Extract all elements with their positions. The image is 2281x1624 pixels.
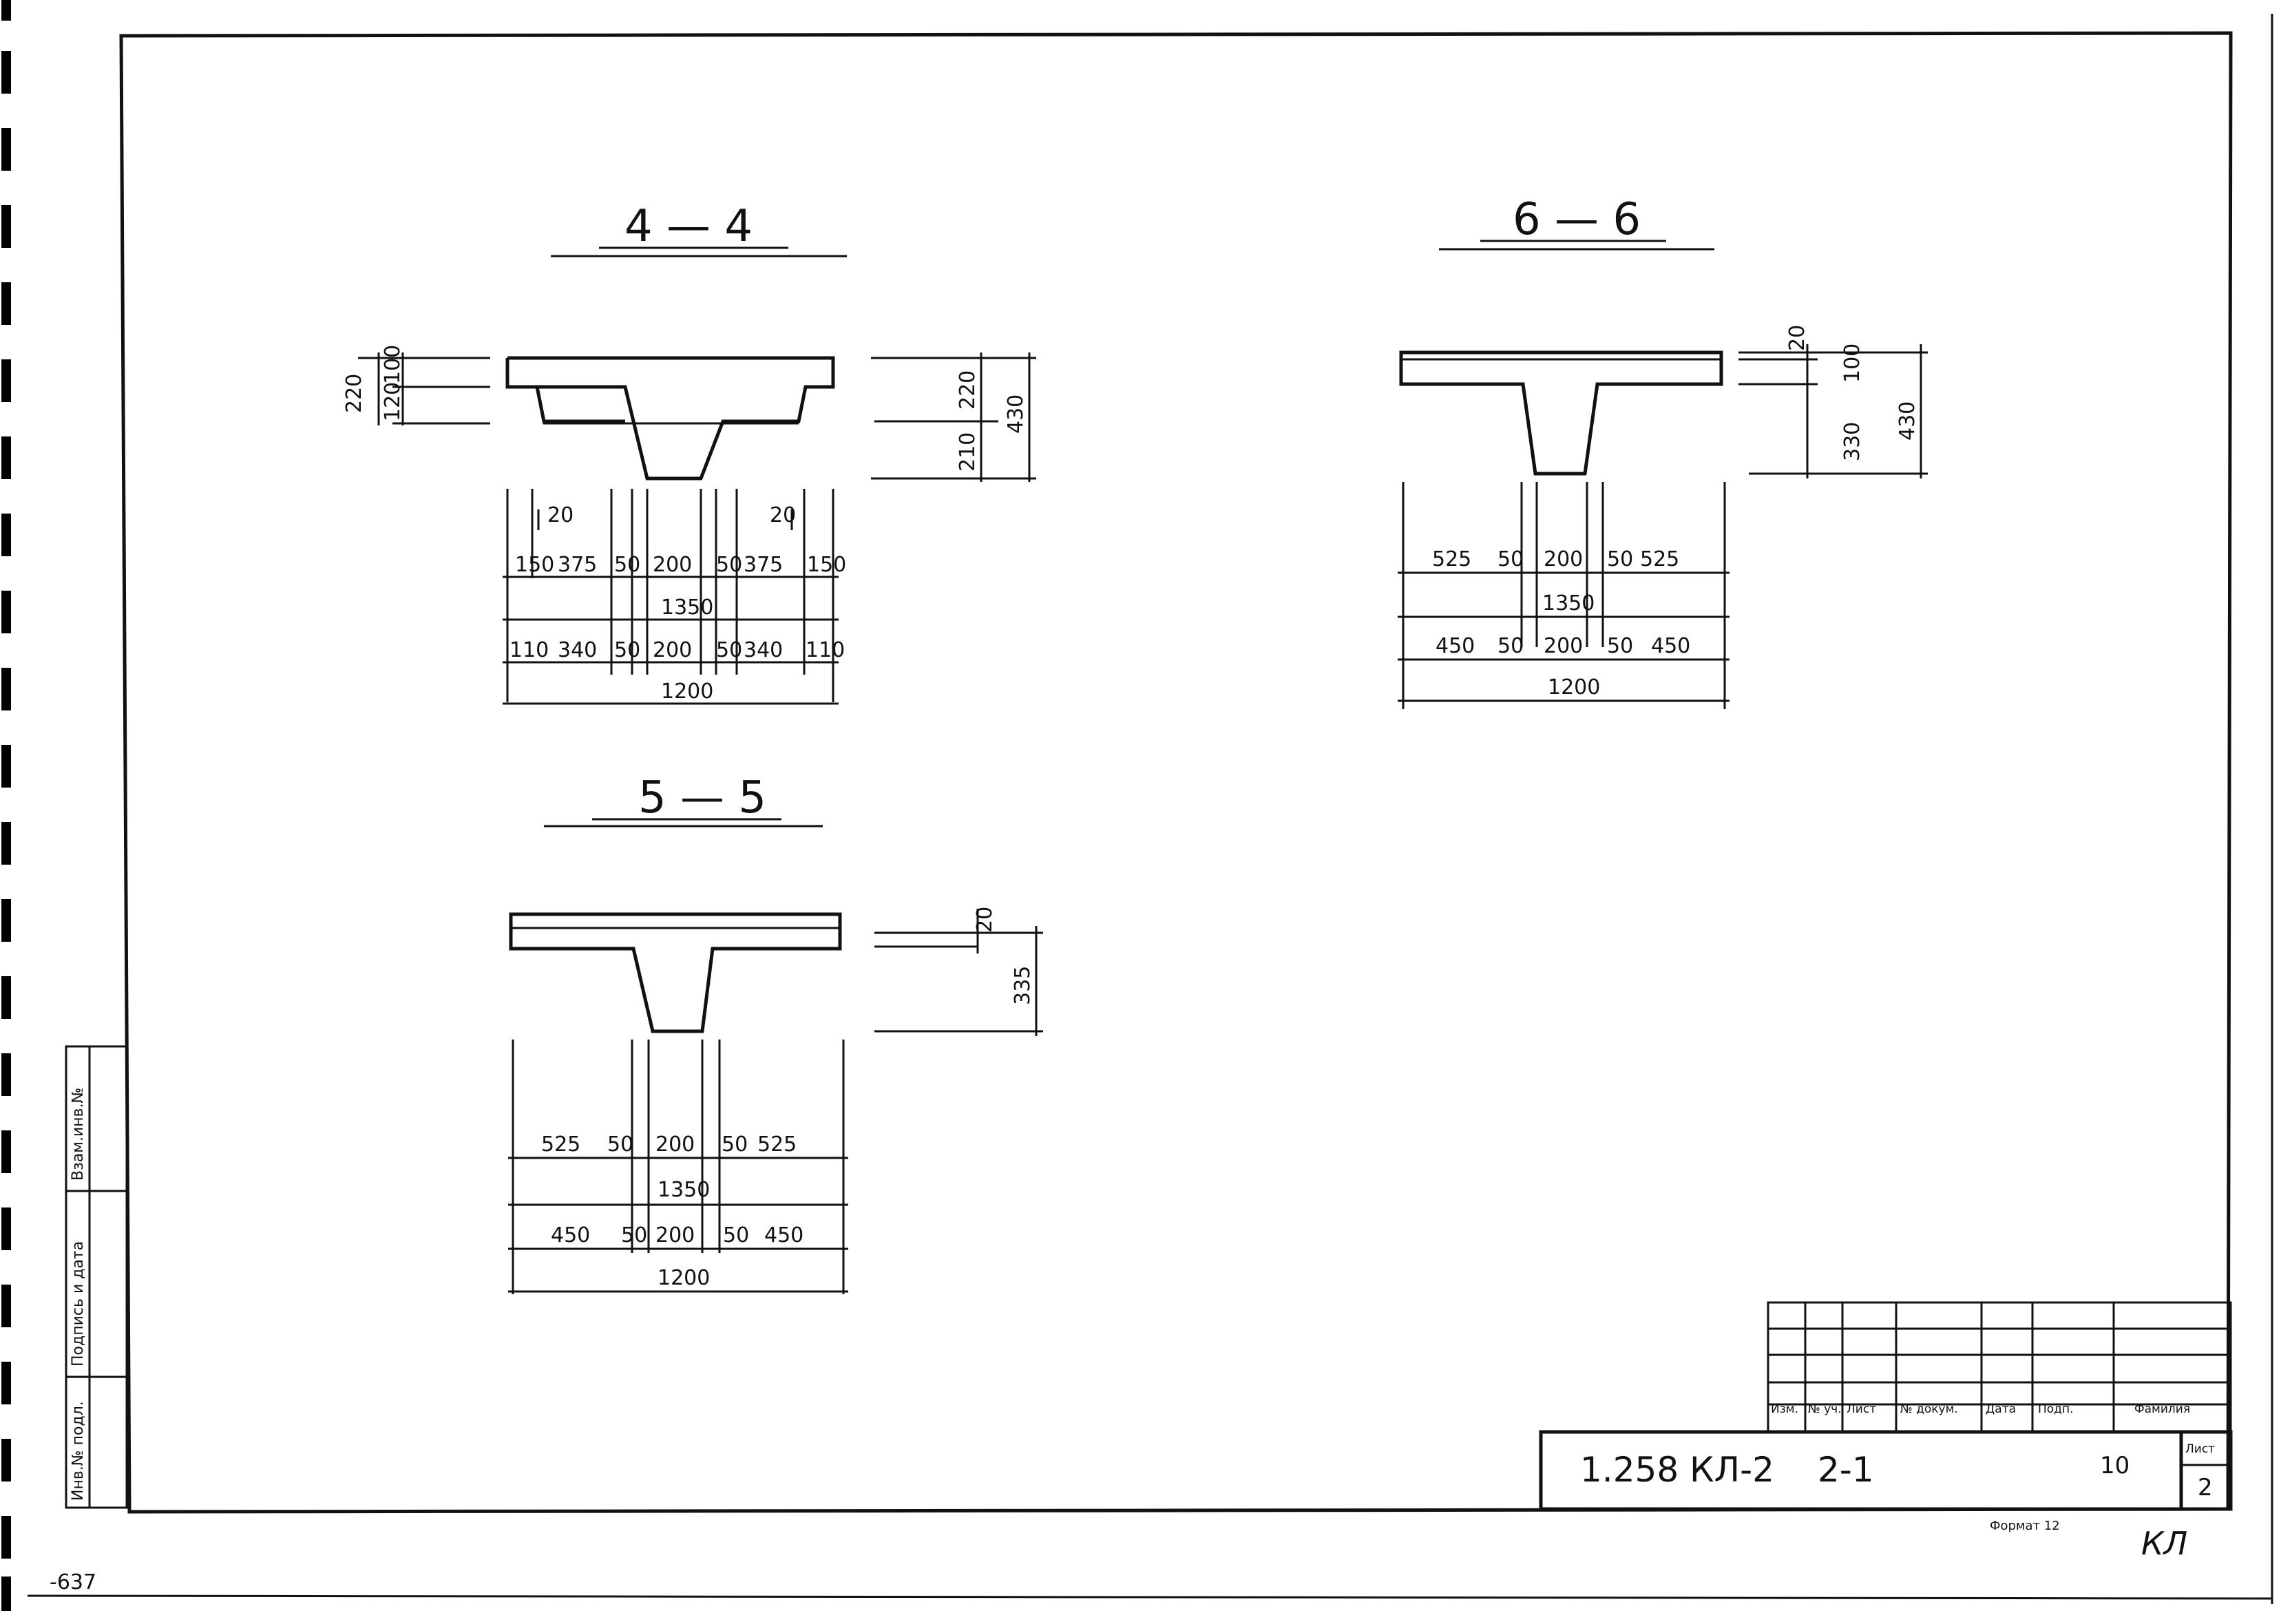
- dim-4-4-small-left: 20: [547, 503, 574, 527]
- dim-4-4-top-5: 50: [716, 553, 742, 577]
- section-5-5: 5 — 5 525 50 200 50 525 1350 450 50 200 …: [508, 772, 1043, 1294]
- margin-label-replaced: Взам.инв.№: [70, 1088, 87, 1181]
- section-4-4-outline: [505, 356, 835, 481]
- dim-5-5-bottom-1: 450: [551, 1223, 590, 1247]
- tb-header-signed: Подп.: [2038, 1402, 2073, 1416]
- dim-6-6-bottom-1: 450: [1436, 634, 1475, 658]
- tb-header-no: № уч.: [1808, 1402, 1842, 1416]
- dim-4-4-top-4: 200: [653, 553, 692, 577]
- binding-edge-marks: [1, 0, 11, 1611]
- section-6-6: 6 — 6 525 50 200 50 525 1350 450 50 200 …: [1398, 194, 1928, 709]
- dim-4-4-total-top: 1350: [661, 595, 713, 620]
- dim-5-5-bottom-4: 50: [723, 1223, 749, 1247]
- dim-6-6-bottom-4: 50: [1607, 634, 1633, 658]
- section-4-4: 4 — 4 150 375 50: [342, 201, 1036, 705]
- tb-sheet-label: Лист: [2185, 1442, 2215, 1456]
- dim-4-4-bottom-1: 110: [509, 638, 549, 662]
- dim-4-4-left-1: 220: [342, 374, 366, 413]
- dim-4-4-bottom-2: 340: [558, 638, 597, 662]
- drawing-frame: [119, 31, 2233, 1514]
- format-label: Формат 12: [1990, 1519, 2060, 1533]
- section-5-5-title: 5 — 5: [638, 772, 766, 823]
- dim-6-6-top-2: 50: [1497, 547, 1524, 571]
- margin-label-inventory: Инв.№ подл.: [70, 1401, 87, 1501]
- dim-6-6-top-1: 525: [1432, 547, 1471, 571]
- dim-6-6-top-3: 200: [1544, 547, 1583, 571]
- dim-4-4-top-7: 150: [807, 553, 846, 577]
- dim-5-5-bottom-5: 450: [764, 1223, 803, 1247]
- dim-6-6-right-1: 20: [1785, 325, 1809, 351]
- tb-header-name: Фамилия: [2134, 1402, 2190, 1416]
- dim-4-4-top-2: 375: [558, 553, 597, 577]
- dim-4-4-right-3: 430: [1004, 394, 1028, 434]
- dim-6-6-right-4: 430: [1895, 401, 1920, 441]
- archive-stamp: -637: [50, 1570, 96, 1594]
- dim-4-4-bottom-4: 200: [653, 638, 692, 662]
- tb-header-sheet: Лист: [1847, 1402, 1876, 1416]
- dim-4-4-right-1: 220: [956, 370, 980, 410]
- tb-sheet-number: 2: [2198, 1474, 2213, 1501]
- dim-4-4-bottom-5: 50: [716, 638, 742, 662]
- dim-4-4-total-bottom: 1200: [661, 679, 713, 704]
- tb-drawing-code: 1.258 КЛ-2: [1580, 1450, 1774, 1490]
- dim-6-6-bottom-3: 200: [1544, 634, 1583, 658]
- section-6-6-title: 6 — 6: [1513, 194, 1641, 245]
- dim-6-6-right-3: 330: [1840, 422, 1864, 461]
- dim-5-5-total-bottom: 1200: [658, 1266, 710, 1290]
- bottom-trim-line: [27, 1594, 2273, 1600]
- dim-4-4-right-2: 210: [956, 432, 980, 472]
- dim-5-5-right-1: 20: [973, 907, 997, 933]
- dim-4-4-top-3: 50: [614, 553, 640, 577]
- dim-5-5-top-2: 50: [607, 1132, 633, 1157]
- dim-5-5-bottom-3: 200: [655, 1223, 695, 1247]
- tb-header-doc: № докум.: [1900, 1402, 1958, 1416]
- dim-4-4-bottom-6: 340: [744, 638, 783, 662]
- dim-4-4-bottom-7: 110: [806, 638, 845, 662]
- dim-6-6-bottom-5: 450: [1651, 634, 1690, 658]
- dim-4-4-left-2: 100: [381, 345, 405, 384]
- dim-5-5-total-top: 1350: [658, 1178, 710, 1202]
- title-block: Изм. № уч. Лист № докум. Дата Подп. Фами…: [1539, 1301, 2233, 1511]
- dim-4-4-top-1: 150: [515, 553, 554, 577]
- dim-5-5-bottom-2: 50: [621, 1223, 647, 1247]
- dim-5-5-right-2: 335: [1011, 966, 1035, 1005]
- dim-6-6-top-4: 50: [1607, 547, 1633, 571]
- dim-6-6-right-2: 100: [1840, 344, 1864, 383]
- dim-6-6-bottom-2: 50: [1497, 634, 1524, 658]
- tb-header-rev: Изм.: [1771, 1402, 1798, 1416]
- corner-mark: КЛ: [2141, 1525, 2187, 1562]
- dim-6-6-total-top: 1350: [1542, 591, 1595, 615]
- dim-5-5-top-5: 525: [757, 1132, 797, 1157]
- dim-4-4-top-6: 375: [744, 553, 783, 577]
- section-6-6-outline: [1399, 350, 1723, 476]
- tb-drawing-part: 2-1: [1818, 1450, 1874, 1490]
- left-margin-stamp: Взам.инв.№ Подпись и дата Инв.№ подл.: [65, 1045, 128, 1509]
- dim-6-6-total-bottom: 1200: [1548, 675, 1600, 699]
- dim-5-5-top-3: 200: [655, 1132, 695, 1157]
- margin-label-signature: Подпись и дата: [70, 1241, 87, 1367]
- dim-5-5-top-4: 50: [722, 1132, 748, 1157]
- dim-4-4-left-3: 120: [381, 382, 405, 421]
- dim-5-5-top-1: 525: [541, 1132, 580, 1157]
- dim-4-4-small-right: 20: [770, 503, 796, 527]
- dim-6-6-top-5: 525: [1640, 547, 1679, 571]
- section-4-4-title: 4 — 4: [624, 201, 753, 252]
- tb-header-date: Дата: [1986, 1402, 2016, 1416]
- dim-4-4-bottom-3: 50: [614, 638, 640, 662]
- tb-number: 10: [2100, 1452, 2130, 1479]
- section-5-5-outline: [509, 912, 842, 1033]
